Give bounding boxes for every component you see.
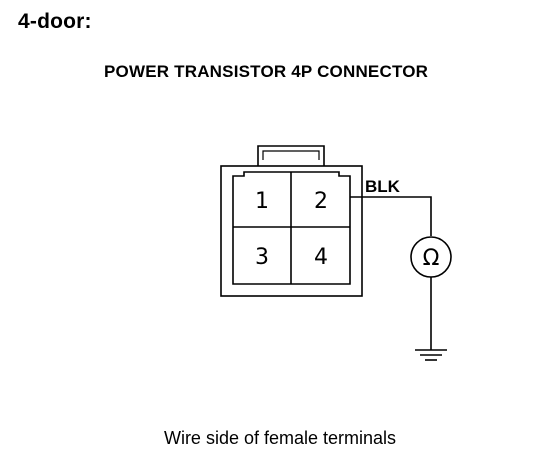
terminal-3-label: 3	[255, 245, 269, 270]
connector-face	[232, 171, 351, 285]
connector-body	[220, 165, 363, 297]
terminal-1-label: 1	[255, 189, 269, 214]
terminal-4-label: 4	[314, 245, 328, 270]
blk-wire	[350, 196, 432, 236]
diagram-caption: Wire side of female terminals	[163, 428, 397, 448]
connector-title: POWER TRANSISTOR 4P CONNECTOR	[104, 62, 429, 81]
ohm-symbol: Ω	[423, 246, 440, 271]
page-heading: 4-door:	[18, 10, 92, 33]
terminal-2-label: 2	[314, 189, 328, 214]
connector-lock-tab-inner	[262, 150, 320, 160]
wire-color-label: BLK	[365, 177, 401, 196]
connector-lock-tab	[257, 145, 325, 166]
